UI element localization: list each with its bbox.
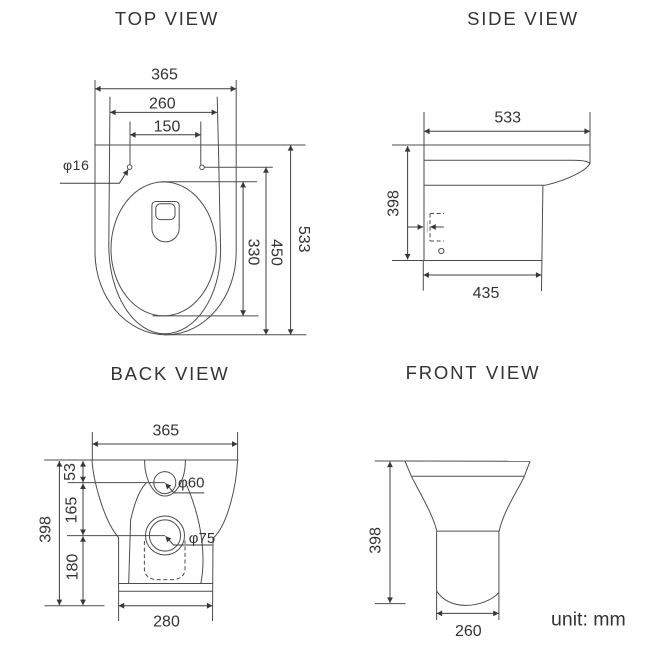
svg-text:165: 165 [63, 497, 80, 524]
svg-text:FRONT VIEW: FRONT VIEW [406, 362, 541, 383]
svg-text:53: 53 [62, 463, 79, 481]
svg-text:435: 435 [473, 285, 500, 302]
svg-text:BACK VIEW: BACK VIEW [111, 363, 230, 384]
svg-text:260: 260 [455, 623, 482, 640]
svg-text:260: 260 [149, 96, 176, 113]
svg-text:180: 180 [64, 554, 81, 581]
svg-text:398: 398 [386, 190, 403, 217]
svg-text:SIDE VIEW: SIDE VIEW [467, 8, 579, 29]
svg-text:398: 398 [368, 527, 385, 554]
svg-text:398: 398 [38, 516, 55, 543]
svg-text:533: 533 [494, 110, 521, 127]
svg-text:533: 533 [295, 226, 312, 253]
svg-text:φ75: φ75 [189, 530, 215, 547]
svg-text:φ16: φ16 [63, 157, 89, 173]
svg-text:330: 330 [245, 239, 262, 266]
svg-text:unit: mm: unit: mm [551, 609, 626, 631]
svg-text:TOP VIEW: TOP VIEW [115, 8, 219, 29]
svg-text:365: 365 [152, 423, 179, 440]
svg-text:280: 280 [153, 614, 180, 631]
svg-text:365: 365 [151, 67, 178, 84]
svg-text:φ60: φ60 [178, 475, 204, 492]
svg-text:150: 150 [154, 118, 181, 135]
svg-text:450: 450 [267, 239, 284, 266]
